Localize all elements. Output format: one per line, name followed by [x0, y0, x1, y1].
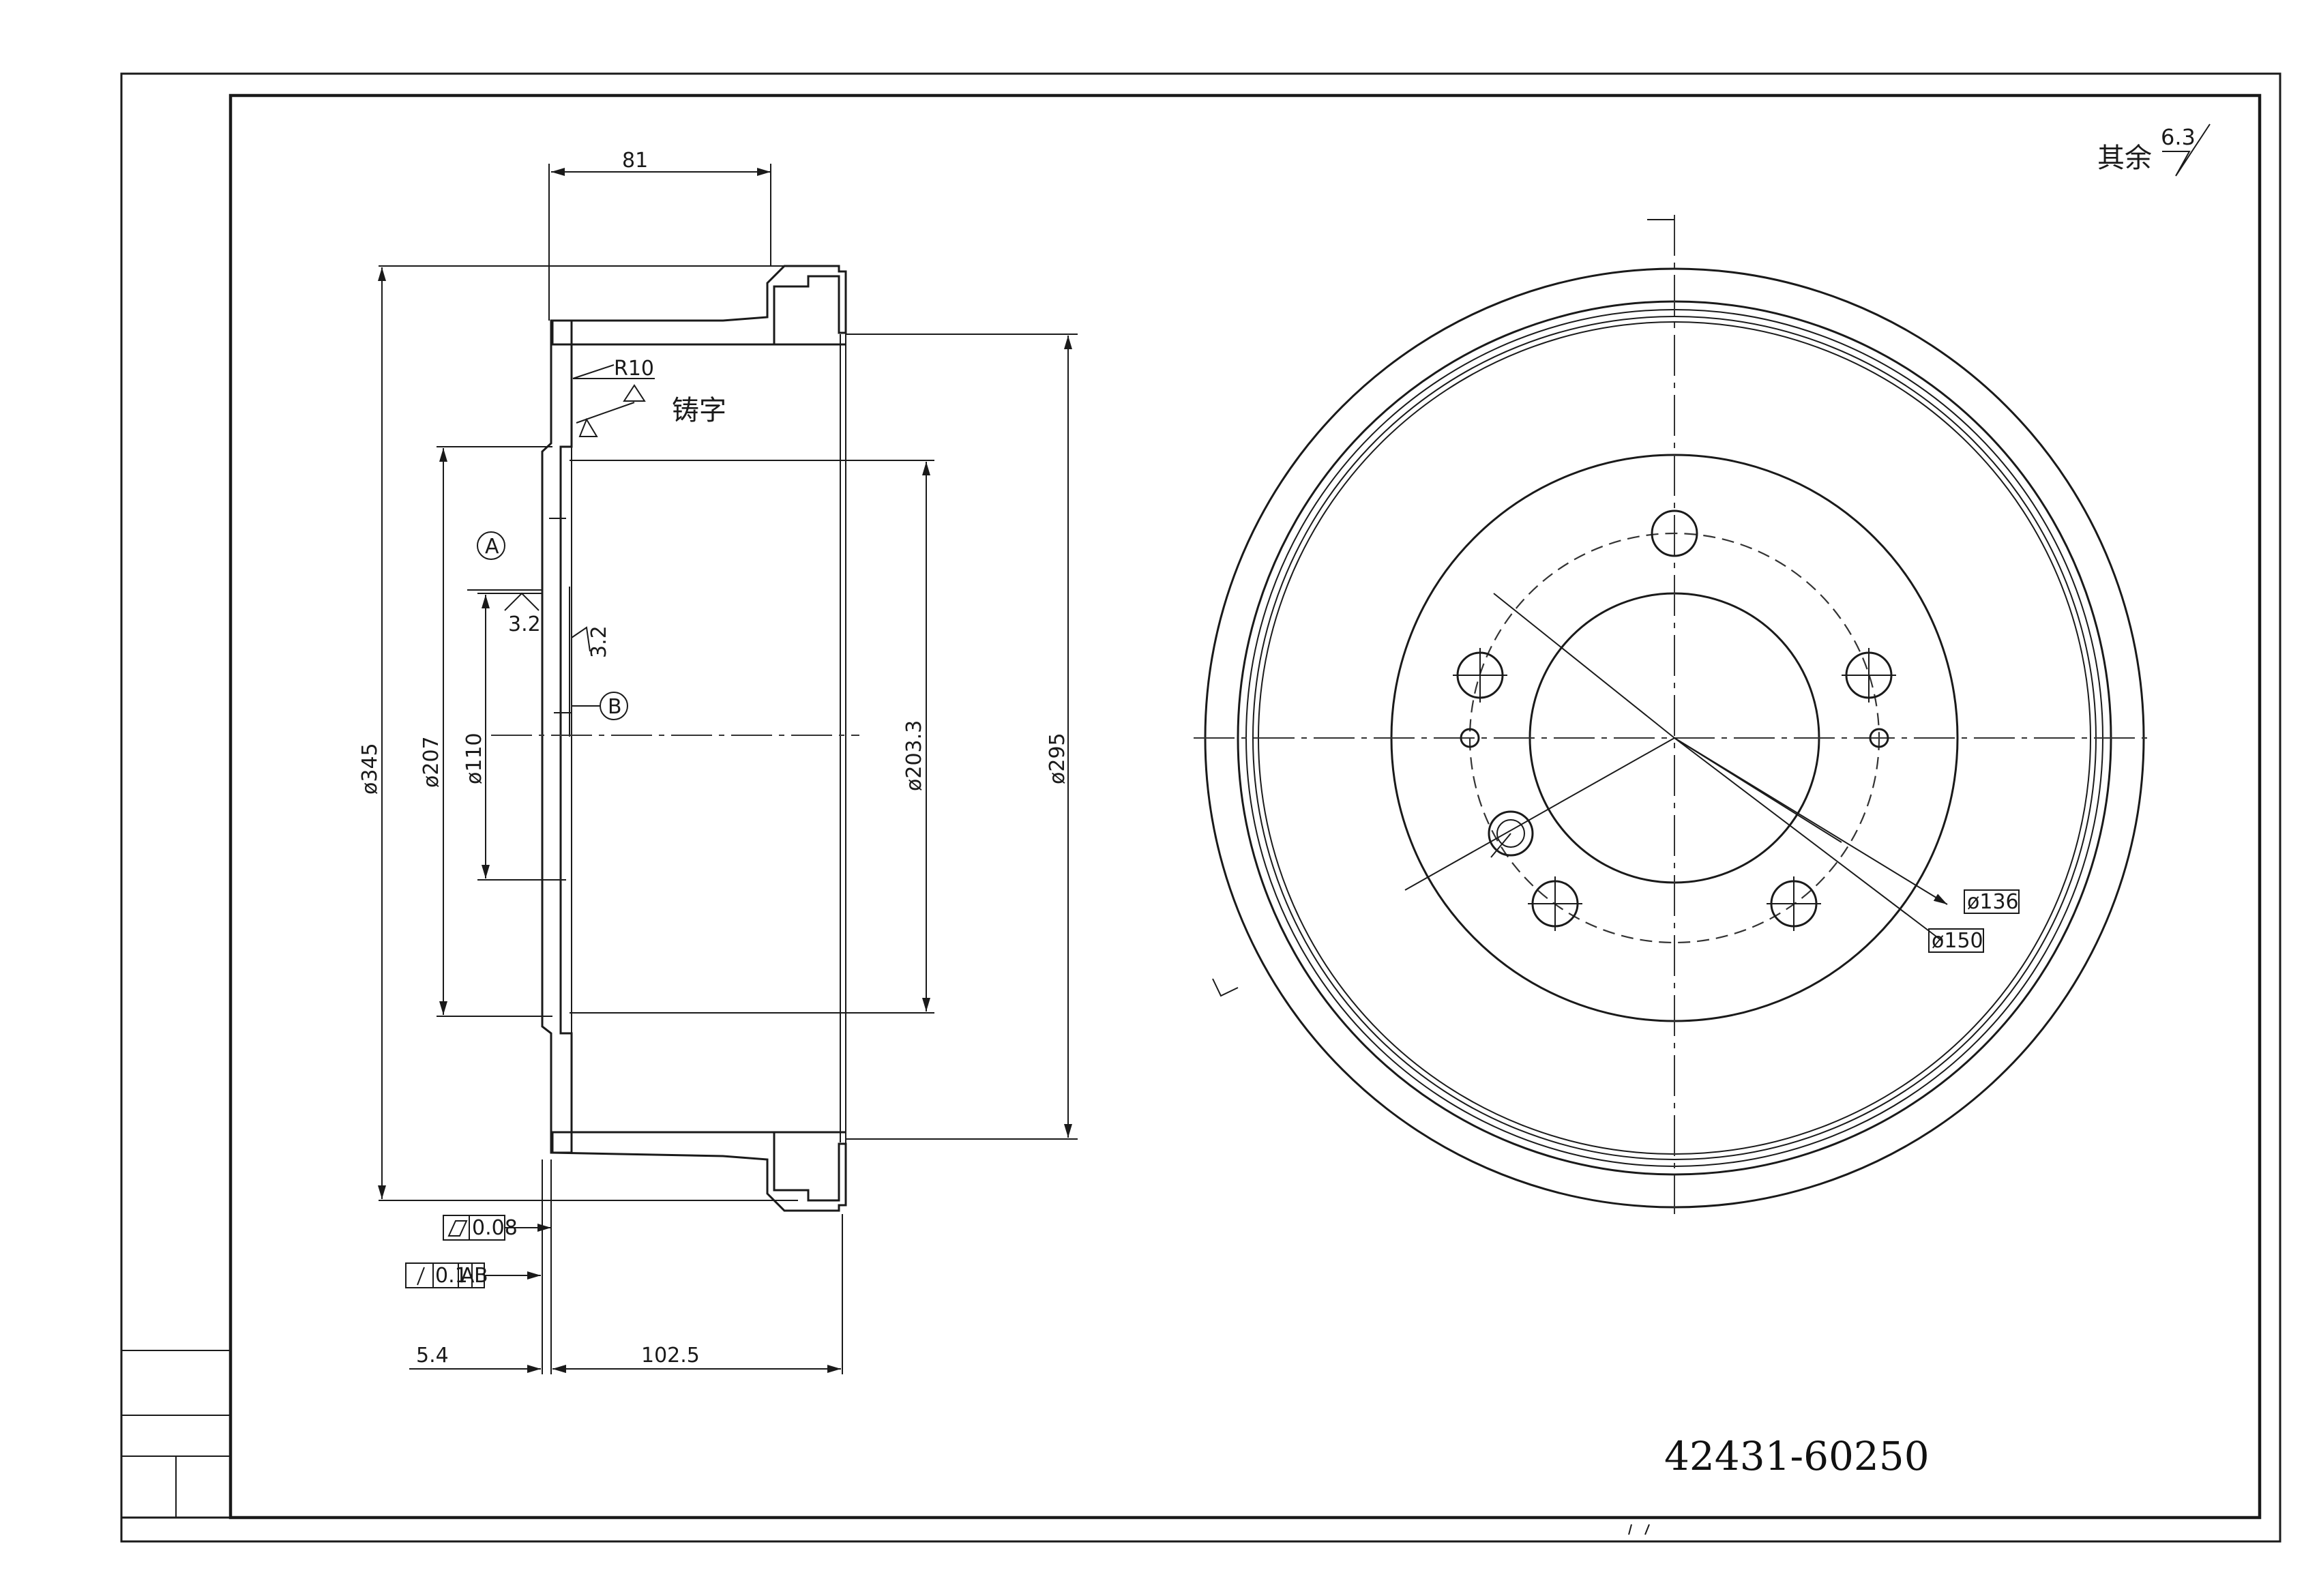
finish-symbol-icon: [2162, 123, 2211, 177]
runout-datum-b: B: [474, 1264, 488, 1288]
dim-offset: 5.4: [416, 1344, 449, 1368]
cast-text-note: 铸字: [672, 395, 726, 426]
part-number: 42431-60250: [1664, 1433, 1930, 1479]
finish-symbol-icon: [623, 384, 646, 402]
runout-arrow-icon: [417, 1267, 425, 1286]
dim-dia-295: ø295: [1046, 733, 1069, 784]
general-finish-prefix: 其余: [2097, 143, 2152, 174]
section-bottom-flange: [551, 1131, 847, 1212]
pin-hole: [1460, 728, 1480, 748]
general-finish-value: 6.3: [2161, 124, 2196, 150]
dim-pcd-136: ø136: [1967, 890, 2019, 914]
datum-a-circle: [477, 531, 505, 560]
flatness-icon: [447, 1220, 468, 1237]
dim-dia-345: ø345: [358, 743, 382, 795]
front-view: ø136 ø150: [1194, 215, 2152, 1535]
dim-width-top: 81: [622, 149, 648, 173]
dim-dia-207: ø207: [419, 736, 443, 788]
section-view: 81 ø345 ø207 ø110 ø203.3 ø295 5.4 102.5 …: [358, 149, 1078, 1374]
runout-frame: 0.1 A B: [405, 1262, 541, 1288]
access-hole: [1488, 810, 1534, 857]
finish-inner-face: 3.2: [587, 625, 611, 658]
flatness-frame: 0.08: [443, 1215, 551, 1241]
dim-dia-110: ø110: [462, 733, 486, 784]
finish-symbol-icon: [571, 626, 591, 652]
dim-depth: 102.5: [641, 1344, 700, 1368]
finish-symbol-icon: [504, 592, 540, 611]
general-finish-note: 其余 6.3: [2097, 123, 2211, 177]
pin-hole: [1869, 728, 1889, 748]
datum-b-label: B: [608, 695, 622, 719]
datum-a-label: A: [485, 535, 499, 559]
dim-pcd-150: ø150: [1932, 929, 1983, 953]
dim-radius: R10: [614, 357, 654, 381]
sheet-frame: [120, 72, 2281, 1543]
finish-datum-face: 3.2: [508, 612, 541, 636]
section-hub-plate: [541, 319, 573, 1154]
inner-border: [228, 93, 2262, 1520]
runout-value: 0.1: [435, 1264, 468, 1288]
finish-symbol-icon: [578, 417, 598, 437]
runout-datum-a: A: [460, 1264, 475, 1288]
bolt-hole: [1651, 509, 1698, 557]
section-top-flange: [551, 265, 847, 346]
dim-dia-203: ø203.3: [902, 720, 926, 791]
outer-border: [120, 72, 2281, 1543]
